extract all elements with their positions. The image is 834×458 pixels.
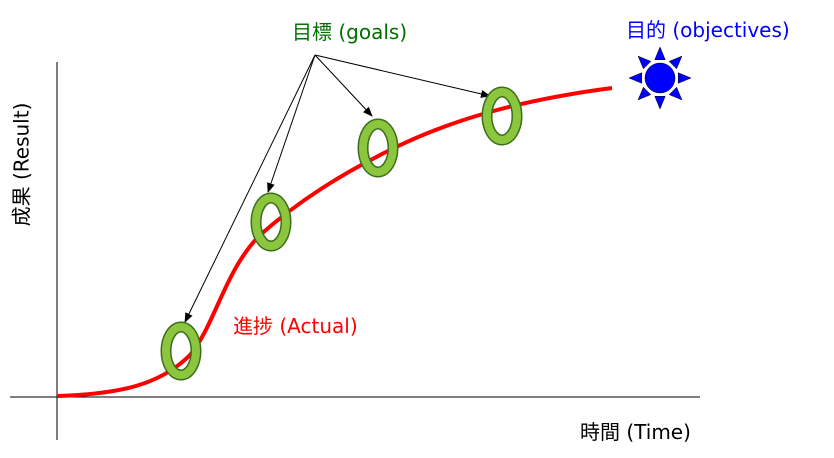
sun-ray: [654, 96, 666, 110]
sun-ray: [637, 55, 652, 70]
goal-ring-1: [160, 321, 202, 381]
arrow-goal-1: [184, 54, 316, 323]
objectives-label: 目的 (objectives): [626, 18, 790, 42]
actual-label: 進捗 (Actual): [233, 314, 358, 338]
goal-ring-3: [357, 118, 399, 178]
result-axis-label: 成果 (Result): [9, 102, 34, 227]
goal-ring-2: [250, 192, 292, 252]
sun-ray: [654, 46, 666, 60]
arrow-goal-2: [267, 54, 316, 193]
time-axis-label: 時間 (Time): [580, 420, 691, 444]
sun-ray: [628, 72, 642, 84]
arrow-goal-3: [314, 54, 373, 117]
sun-ray: [668, 55, 683, 70]
sun-icon: [628, 46, 692, 110]
sun-ray: [678, 72, 692, 84]
actual-progress-curve: [56, 86, 613, 398]
sun-ray: [637, 86, 652, 101]
goal-rings: [160, 86, 523, 381]
arrow-goal-4: [314, 54, 491, 98]
goal-arrows: [184, 54, 491, 323]
goal-ring-4: [481, 86, 523, 146]
goals-label: 目標 (goals): [292, 20, 408, 44]
sun-ray: [668, 86, 683, 101]
